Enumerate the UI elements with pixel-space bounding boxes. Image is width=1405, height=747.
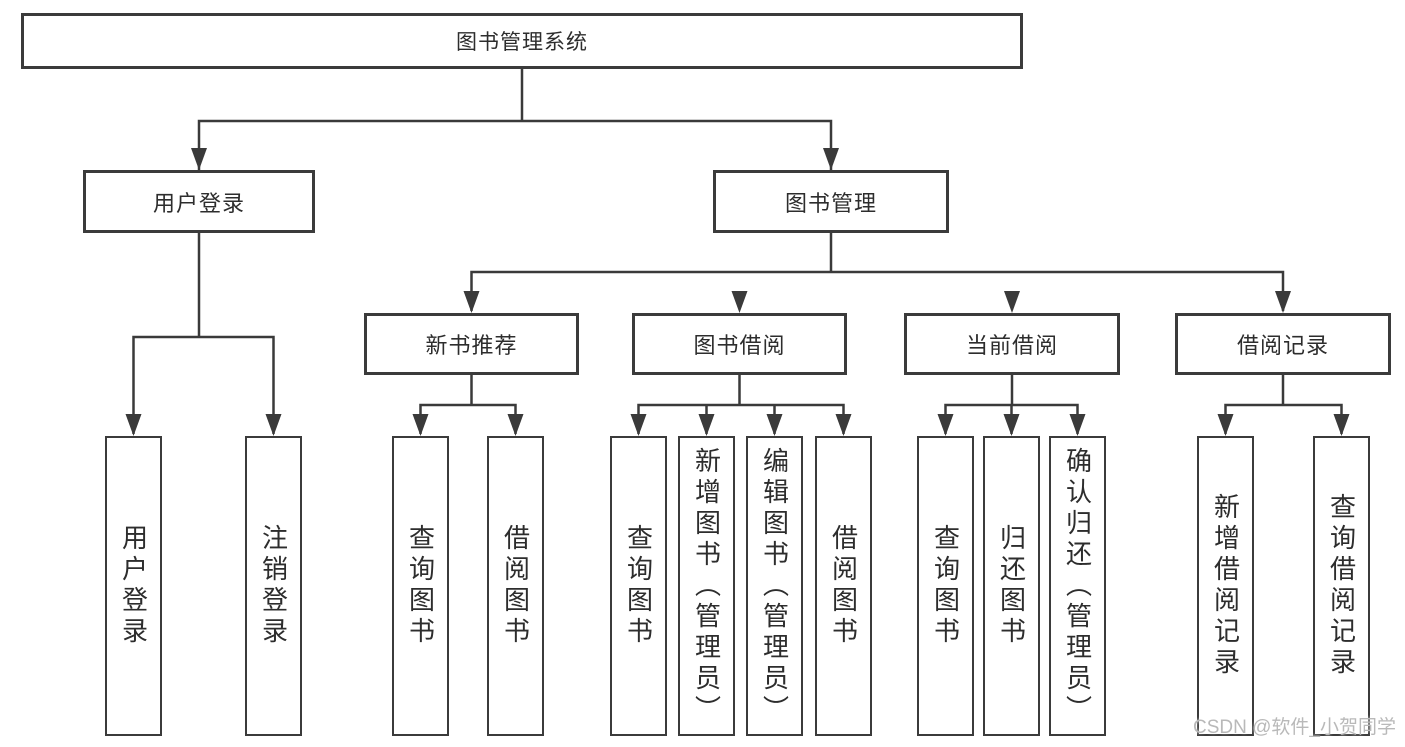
arrowhead <box>1003 414 1020 436</box>
leaf-label: 注销登录 <box>258 524 289 648</box>
node-label: 图书管理 <box>784 190 877 216</box>
arrowhead <box>1217 414 1234 436</box>
arrowhead <box>507 414 524 436</box>
arrowhead <box>1275 291 1291 313</box>
leaf-current-confirm-return-admin: 确认归还（管理员） <box>1049 436 1106 736</box>
arrowhead <box>766 414 783 436</box>
leaf-label: 查询图书 <box>930 524 961 648</box>
branch-user-login <box>132 233 275 434</box>
branch-new-book-recommend <box>419 375 517 434</box>
arrowhead <box>1004 291 1020 313</box>
leaf-label: 确认归还（管理员） <box>1062 446 1093 726</box>
arrowhead <box>823 148 839 170</box>
node-user-login: 用户登录 <box>83 170 315 233</box>
leaf-label: 归还图书 <box>996 524 1027 648</box>
branch-root <box>197 69 833 170</box>
arrowhead <box>835 414 852 436</box>
node-label: 新书推荐 <box>425 333 518 358</box>
arrowhead <box>698 414 715 436</box>
arrowhead <box>1069 414 1086 436</box>
node-label: 借阅记录 <box>1236 333 1329 358</box>
node-book-management-system: 图书管理系统 <box>21 13 1023 69</box>
node-borrowing-records: 借阅记录 <box>1175 313 1391 375</box>
leaf-records-query-record: 查询借阅记录 <box>1313 436 1370 736</box>
leaf-records-add-record: 新增借阅记录 <box>1197 436 1254 736</box>
arrowhead <box>731 291 748 313</box>
arrowhead <box>265 414 282 436</box>
leaf-user-login: 用户登录 <box>105 436 162 736</box>
leaf-borrowing-add-books-admin: 新增图书（管理员） <box>678 436 735 736</box>
leaf-label: 查询图书 <box>405 524 436 648</box>
arrowhead <box>125 414 142 436</box>
arrowhead <box>412 414 429 436</box>
leaf-current-return-books: 归还图书 <box>983 436 1040 736</box>
arrowhead <box>191 148 207 170</box>
leaf-label: 新增借阅记录 <box>1210 493 1241 679</box>
branch-borrowing-records <box>1224 375 1343 434</box>
node-label: 当前借阅 <box>965 333 1058 358</box>
node-label: 图书借阅 <box>693 333 786 358</box>
leaf-label: 借阅图书 <box>500 524 531 648</box>
leaf-label: 编辑图书（管理员） <box>759 446 790 726</box>
node-book-borrowing: 图书借阅 <box>632 313 847 375</box>
node-current-borrowing: 当前借阅 <box>904 313 1120 375</box>
leaf-borrowing-edit-books-admin: 编辑图书（管理员） <box>746 436 803 736</box>
arrowhead <box>463 291 480 313</box>
leaf-label: 查询借阅记录 <box>1326 493 1357 679</box>
arrowhead <box>1333 414 1350 436</box>
leaf-label: 用户登录 <box>118 524 149 648</box>
branch-book-borrowing <box>637 375 845 434</box>
leaf-current-query-books: 查询图书 <box>917 436 974 736</box>
branch-book-management <box>470 233 1285 311</box>
leaf-borrowing-query-books: 查询图书 <box>610 436 667 736</box>
leaf-recommend-query-books: 查询图书 <box>392 436 449 736</box>
node-new-book-recommend: 新书推荐 <box>364 313 579 375</box>
leaf-logout: 注销登录 <box>245 436 302 736</box>
leaf-label: 借阅图书 <box>828 524 859 648</box>
node-book-management: 图书管理 <box>713 170 949 233</box>
arrowhead <box>937 414 954 436</box>
arrowhead <box>630 414 647 436</box>
leaf-label: 新增图书（管理员） <box>691 446 722 726</box>
leaf-label: 查询图书 <box>623 524 654 648</box>
csdn-watermark: CSDN @软件_小贺同学 <box>1193 717 1396 738</box>
leaf-recommend-borrow-books: 借阅图书 <box>487 436 544 736</box>
node-label: 图书管理系统 <box>456 31 588 54</box>
leaf-borrowing-borrow-books: 借阅图书 <box>815 436 872 736</box>
node-label: 用户登录 <box>152 190 245 216</box>
